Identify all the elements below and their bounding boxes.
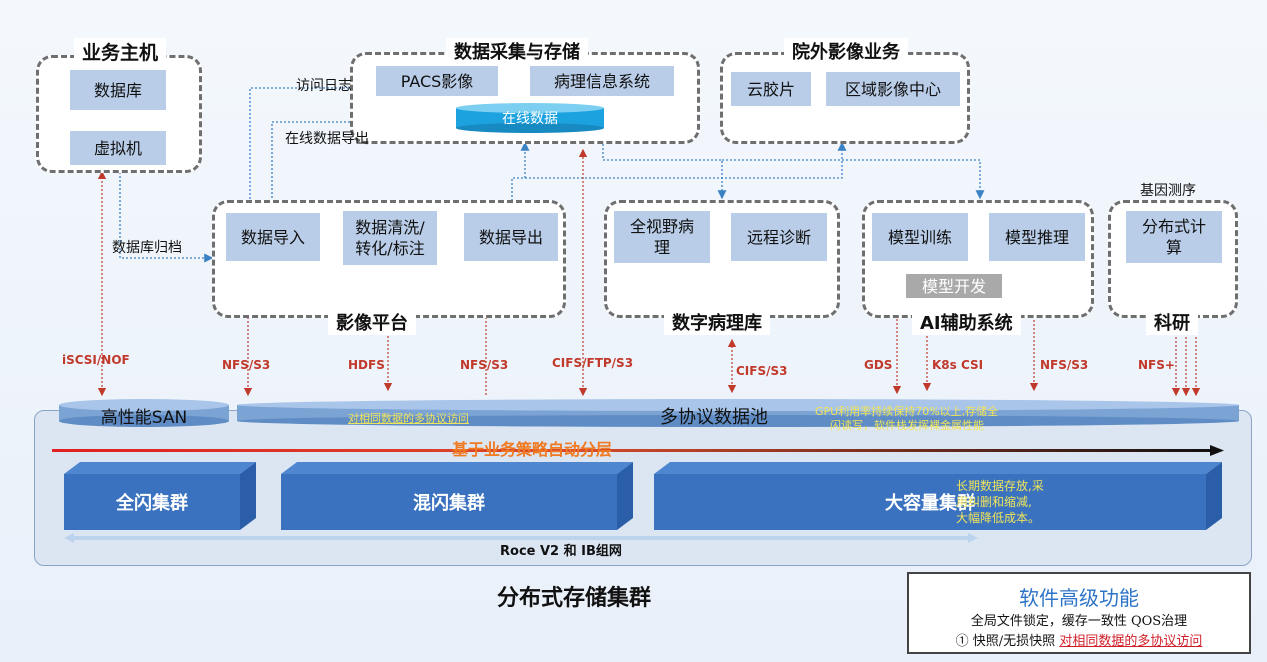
data-clean-box: 数据清洗/ 转化/标注 [343,211,437,265]
software-features-box: 软件高级功能 全局文件锁定，缓存一致性 QOS治理 ① 快照/无损快照 对相同数… [907,572,1251,654]
data-clean-line1: 数据清洗/ [355,218,425,237]
capacity-cluster: 大容量集群 [885,493,975,514]
distributed-compute-box: 分布式计 算 [1126,211,1222,263]
regional-center-box: 区域影像中心 [826,72,960,106]
model-infer-box: 模型推理 [989,213,1085,261]
collect-title: 数据采集与存储 [446,38,588,64]
research-title: 科研 [1146,309,1198,335]
ai-title: AI辅助系统 [912,309,1021,335]
nfs-plus-label: NFS+ [1138,358,1175,372]
hdfs-label: HDFS [348,358,385,372]
features-title: 软件高级功能 [1019,586,1139,610]
model-dev-box: 模型开发 [906,274,1002,298]
model-train-box: 模型训练 [872,213,968,261]
nfs-s3-label-3: NFS/S3 [1040,358,1089,372]
online-export-label: 在线数据导出 [285,131,369,147]
data-clean-line2: 转化/标注 [355,239,425,258]
cluster-title: 分布式存储集群 [497,586,652,611]
network-label: Roce V2 和 IB组网 [500,544,622,559]
external-title: 院外影像业务 [784,38,908,64]
vm-box: 虚拟机 [70,131,166,165]
multi-access-label: 对相同数据的多协议访问 [348,412,469,425]
san-label: 高性能SAN [100,408,188,428]
tiering-label: 基于业务策略自动分层 [452,440,613,459]
nfs-s3-label-2: NFS/S3 [460,358,509,372]
features-line1: 全局文件锁定，缓存一致性 QOS治理 [970,614,1188,629]
all-flash-cluster: 全闪集群 [116,493,188,514]
wsi-line1: 全视野病 [629,217,694,236]
features-line2-link: 对相同数据的多协议访问 [1059,634,1203,649]
dist-line2: 算 [1165,238,1182,257]
data-export-box: 数据导出 [464,213,558,261]
capacity-block [654,462,1222,530]
remote-diagnosis-box: 远程诊断 [731,213,827,261]
wsi-line2: 理 [653,238,670,257]
cloud-film-box: 云胶片 [731,72,811,106]
gpu-line2: 闪读写，软件栈发挥裸金属性能 [830,419,984,432]
hybrid-cluster: 混闪集群 [413,493,485,514]
dist-line1: 分布式计 [1141,217,1206,236]
pool-cylinder [237,399,1239,427]
cifs-ftp-s3-label: CIFS/FTP/S3 [552,356,634,370]
gds-label: GDS [864,358,893,372]
database-box: 数据库 [70,70,166,110]
nfs-s3-label-1: NFS/S3 [222,358,271,372]
pacs-box: PACS影像 [376,66,498,96]
capacity-note-3: 大幅降低成本。 [956,511,1041,525]
san-cylinder [59,399,229,427]
pathology-info-box: 病理信息系统 [530,66,674,96]
k8s-csi-label: K8s CSI [932,358,984,372]
network-arrow [64,533,978,543]
features-line2: ① 快照/无损快照 对相同数据的多协议访问 [909,630,1249,649]
cifs-s3-label: CIFS/S3 [736,364,788,378]
wsi-box: 全视野病 理 [614,211,710,263]
tiering-arrow [52,445,1224,456]
access-log-label: 访问日志 [296,78,352,94]
gpu-line1: GPU利用率持续保持70%以上,存储全 [815,405,999,418]
gene-seq-label: 基因测序 [1140,183,1196,199]
imaging-title: 影像平台 [328,309,416,335]
online-data-cylinder [456,103,604,133]
db-archive-label: 数据库归档 [112,240,182,256]
capacity-note-2: 用纠删和缩减, [956,495,1032,509]
data-import-box: 数据导入 [226,213,320,261]
online-data-label: 在线数据 [502,111,558,127]
host-title: 业务主机 [74,38,167,65]
all-flash-block [64,462,256,530]
hybrid-block [281,462,633,530]
iscsi-label: iSCSI/NOF [62,353,130,367]
features-line2-prefix: ① 快照/无损快照 [955,634,1056,649]
capacity-note-1: 长期数据存放,采 [956,479,1044,493]
pool-label: 多协议数据池 [660,407,768,428]
pathology-title: 数字病理库 [664,309,770,335]
blue-links [119,87,985,263]
